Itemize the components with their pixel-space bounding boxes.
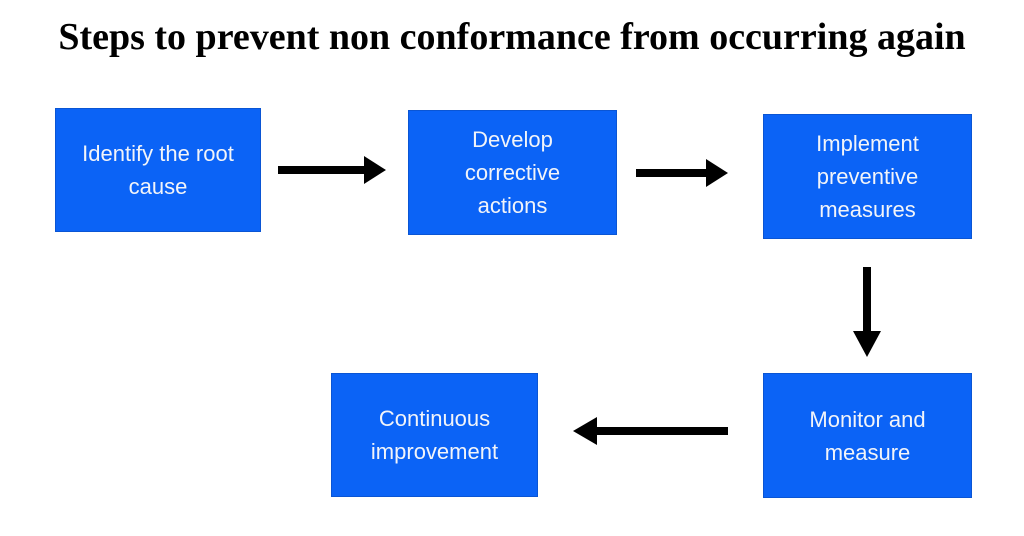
step-box-continuous-improvement: Continuous improvement — [331, 373, 538, 497]
step-label: Implement preventive measures — [816, 131, 919, 222]
arrow-right-icon — [278, 156, 386, 184]
step-label: Continuous improvement — [370, 406, 499, 464]
step-box-identify-root-cause: Identify the root cause — [55, 108, 261, 232]
step-box-monitor-and-measure: Monitor and measure — [763, 373, 972, 498]
step-label: Develop corrective actions — [464, 127, 561, 218]
diagram-title: Steps to prevent non conformance from oc… — [58, 16, 966, 58]
arrow-right-icon — [636, 159, 728, 187]
step-label: Identify the root cause — [82, 141, 234, 199]
step-label: Monitor and measure — [809, 406, 926, 465]
arrow-down-icon — [853, 267, 881, 357]
step-box-develop-corrective-actions: Develop corrective actions — [408, 110, 617, 235]
step-box-implement-preventive-measures: Implement preventive measures — [763, 114, 972, 239]
arrow-left-icon — [573, 417, 728, 445]
